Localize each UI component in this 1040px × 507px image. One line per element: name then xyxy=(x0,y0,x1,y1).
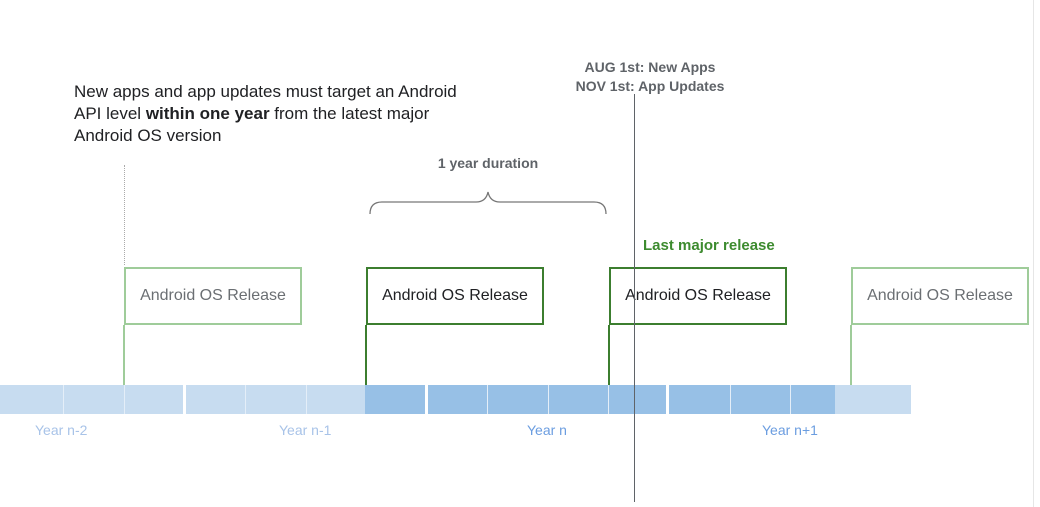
os-release-flag-n: Android OS Release xyxy=(609,267,787,325)
os-release-flag-n-1: Android OS Release xyxy=(366,267,544,325)
deadline-app-updates: NOV 1st: App Updates xyxy=(575,78,725,94)
timeline-past xyxy=(0,385,365,414)
flag-label: Android OS Release xyxy=(625,287,771,304)
intro-text-start: New apps and app updates must target an … xyxy=(74,82,457,123)
year-separator xyxy=(425,385,428,414)
month-separator xyxy=(548,385,549,414)
year-label-n-1: Year n-1 xyxy=(279,422,332,438)
intro-text: New apps and app updates must target an … xyxy=(74,81,474,147)
month-separator xyxy=(124,385,125,414)
flag-label: Android OS Release xyxy=(867,287,1013,304)
year-label-n+1: Year n+1 xyxy=(762,422,818,438)
dotted-connector xyxy=(124,165,125,265)
flag-label: Android OS Release xyxy=(140,287,286,304)
timeline-one-year-window xyxy=(365,385,835,414)
deadline-line xyxy=(634,94,635,502)
flag-pole xyxy=(608,325,610,385)
os-release-flag-n+1: Android OS Release xyxy=(851,267,1029,325)
year-separator xyxy=(183,385,186,414)
flag-label: Android OS Release xyxy=(382,287,528,304)
month-separator xyxy=(245,385,246,414)
month-separator xyxy=(487,385,488,414)
month-separator xyxy=(730,385,731,414)
duration-label: 1 year duration xyxy=(437,155,539,171)
flag-pole xyxy=(850,325,852,385)
deadline-label: AUG 1st: New Apps NOV 1st: App Updates xyxy=(540,58,760,96)
month-separator xyxy=(306,385,307,414)
flag-pole xyxy=(365,325,367,385)
deadline-new-apps: AUG 1st: New Apps xyxy=(584,59,716,75)
flag-pole xyxy=(123,325,125,385)
os-release-flag-n-2: Android OS Release xyxy=(124,267,302,325)
year-label-n: Year n xyxy=(527,422,567,438)
year-separator xyxy=(666,385,669,414)
year-label-n-2: Year n-2 xyxy=(35,422,88,438)
month-separator xyxy=(608,385,609,414)
intro-text-bold: within one year xyxy=(145,104,270,123)
intro-text-end: from the latest major Android OS version xyxy=(74,104,430,145)
timeline-future xyxy=(835,385,911,414)
right-border xyxy=(1033,0,1034,507)
last-major-release-label: Last major release xyxy=(643,237,775,254)
month-separator xyxy=(63,385,64,414)
month-separator xyxy=(790,385,791,414)
duration-brace xyxy=(369,191,607,215)
